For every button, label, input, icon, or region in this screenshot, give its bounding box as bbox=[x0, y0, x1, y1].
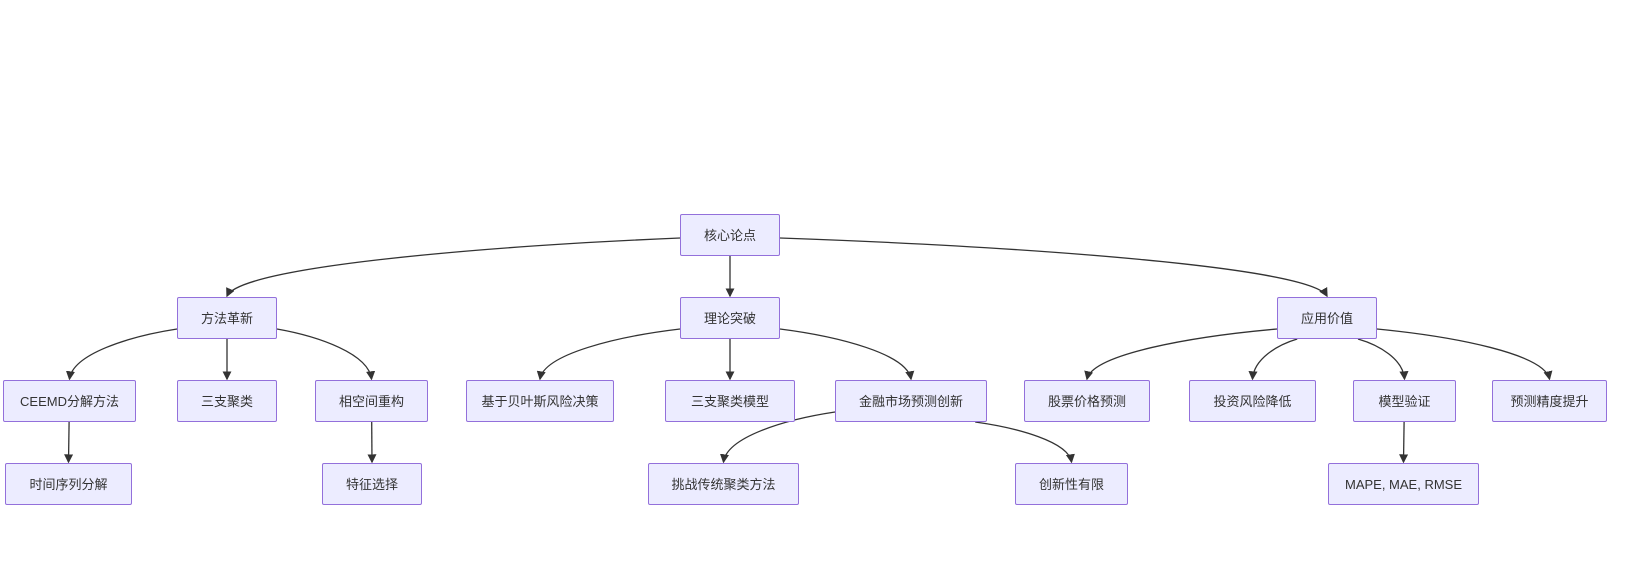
node-method: 方法革新 bbox=[177, 297, 277, 339]
node-stock: 股票价格预测 bbox=[1024, 380, 1150, 422]
edge-core-method bbox=[226, 237, 681, 298]
node-twcmodel: 三支聚类模型 bbox=[665, 380, 795, 422]
node-label: 核心论点 bbox=[703, 227, 756, 243]
node-label: 金融市场预测创新 bbox=[858, 393, 963, 409]
node-phase: 相空间重构 bbox=[315, 380, 428, 422]
edge-modelval-mape bbox=[1399, 421, 1409, 464]
edge-application-invest bbox=[1248, 338, 1298, 381]
node-challenge: 挑战传统聚类方法 bbox=[648, 463, 799, 505]
node-ceemd: CEEMD分解方法 bbox=[3, 380, 136, 422]
edge-method-ceemd bbox=[65, 328, 178, 381]
edge-application-precision bbox=[1376, 328, 1553, 381]
edge-theory-finmarket bbox=[779, 328, 915, 381]
node-bayes: 基于贝叶斯风险决策 bbox=[466, 380, 614, 422]
node-label: 股票价格预测 bbox=[1047, 393, 1126, 409]
node-application: 应用价值 bbox=[1277, 297, 1377, 339]
node-invest: 投资风险降低 bbox=[1189, 380, 1316, 422]
node-modelval: 模型验证 bbox=[1353, 380, 1456, 422]
node-label: 方法革新 bbox=[200, 310, 253, 326]
node-tsdecomp: 时间序列分解 bbox=[5, 463, 132, 505]
node-label: 投资风险降低 bbox=[1213, 393, 1292, 409]
node-theory: 理论突破 bbox=[680, 297, 780, 339]
node-label: 时间序列分解 bbox=[29, 476, 108, 492]
node-label: MAPE, MAE, RMSE bbox=[1344, 476, 1463, 492]
node-label: 相空间重构 bbox=[338, 393, 404, 409]
edge-ceemd-tsdecomp bbox=[64, 421, 74, 464]
edge-theory-bayes bbox=[536, 328, 681, 381]
node-label: 基于贝叶斯风险决策 bbox=[481, 393, 599, 409]
node-feature: 特征选择 bbox=[322, 463, 422, 505]
node-label: CEEMD分解方法 bbox=[20, 393, 119, 409]
node-label: 三支聚类 bbox=[200, 393, 253, 409]
node-finmarket: 金融市场预测创新 bbox=[835, 380, 987, 422]
node-label: 应用价值 bbox=[1300, 310, 1353, 326]
node-label: 特征选择 bbox=[345, 476, 398, 492]
edge-application-stock bbox=[1084, 328, 1278, 381]
edge-method-phase bbox=[276, 328, 376, 381]
node-label: 创新性有限 bbox=[1038, 476, 1104, 492]
node-core: 核心论点 bbox=[680, 214, 780, 256]
node-mape: MAPE, MAE, RMSE bbox=[1328, 463, 1479, 505]
node-limited: 创新性有限 bbox=[1015, 463, 1128, 505]
node-label: 预测精度提升 bbox=[1510, 393, 1589, 409]
edge-core-application bbox=[779, 237, 1328, 298]
node-label: 理论突破 bbox=[703, 310, 756, 326]
edge-paths bbox=[64, 237, 1553, 464]
node-label: 三支聚类模型 bbox=[690, 393, 769, 409]
edge-application-modelval bbox=[1357, 338, 1409, 381]
node-label: 挑战传统聚类方法 bbox=[671, 476, 776, 492]
edge-finmarket-limited bbox=[975, 421, 1075, 464]
node-precision: 预测精度提升 bbox=[1492, 380, 1607, 422]
node-label: 模型验证 bbox=[1378, 393, 1431, 409]
node-threeway: 三支聚类 bbox=[177, 380, 277, 422]
